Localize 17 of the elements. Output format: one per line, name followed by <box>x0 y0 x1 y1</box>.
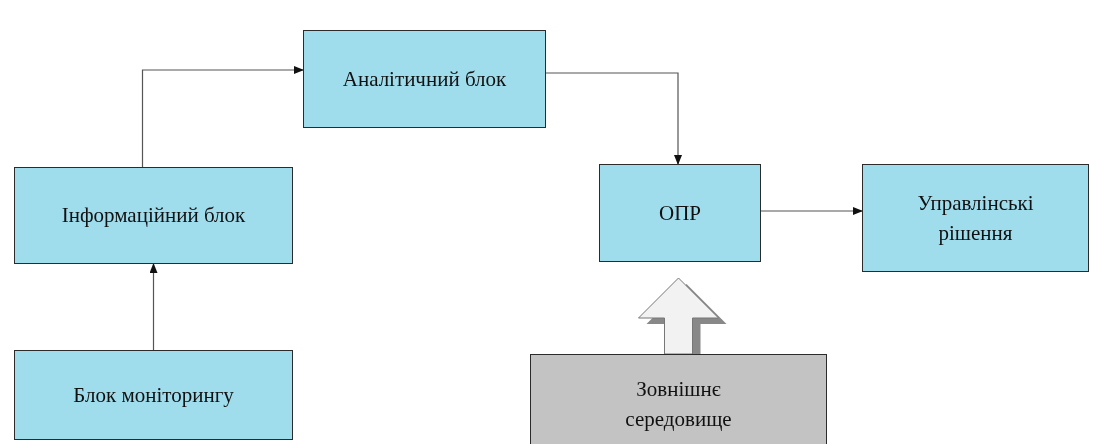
box-label: Управлінські рішення <box>916 189 1035 247</box>
process-box <box>14 167 293 264</box>
process-box <box>303 30 546 128</box>
box-label: Інформаційний блок <box>61 202 246 230</box>
box-label: Блок моніторингу <box>73 381 234 409</box>
process-box <box>599 164 761 262</box>
process-box <box>862 164 1089 272</box>
arrow <box>141 66 304 168</box>
block-arrow <box>638 277 727 355</box>
process-box <box>530 354 827 444</box>
process-box <box>14 350 293 440</box>
box-label: Аналітичний блок <box>342 65 507 93</box>
arrow <box>149 263 158 351</box>
box-label: Зовнішнє середовище <box>624 375 733 433</box>
arrow <box>545 72 682 165</box>
arrow <box>760 207 863 215</box>
box-label: ОПР <box>659 199 701 227</box>
